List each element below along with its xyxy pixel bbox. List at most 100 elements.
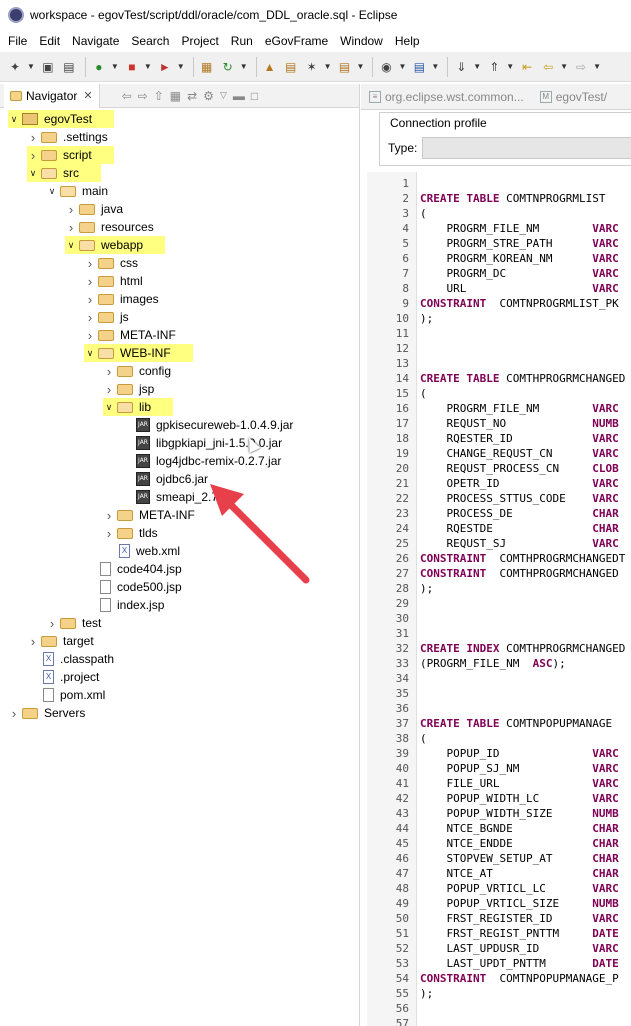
collapsed-arrow-icon[interactable]: › [106, 363, 112, 379]
tree-item-config[interactable]: ›config [103, 362, 173, 380]
filter-icon[interactable]: ⚙ [203, 88, 214, 103]
tree-item-pom-xml[interactable]: pom.xml [27, 686, 107, 704]
expand-arrow-icon[interactable]: ∨ [65, 239, 77, 251]
menu-file[interactable]: File [8, 34, 28, 48]
collapsed-arrow-icon[interactable]: › [49, 615, 55, 631]
tree-item-code500-jsp[interactable]: code500.jsp [84, 578, 184, 596]
user-dropdown-icon[interactable]: ▼ [398, 62, 407, 71]
collapsed-arrow-icon[interactable]: › [106, 525, 112, 541]
menu-edit[interactable]: Edit [39, 34, 61, 48]
forward-icon[interactable]: ⇨ [137, 88, 148, 103]
collapsed-arrow-icon[interactable]: › [106, 381, 112, 397]
collapsed-arrow-icon[interactable]: › [87, 273, 93, 289]
expand-arrow-icon[interactable]: ∨ [27, 167, 39, 179]
wand-dropdown-icon[interactable]: ▼ [323, 62, 332, 71]
last-edit-icon[interactable]: ⇤ [522, 59, 533, 74]
console-icon[interactable]: ▤ [413, 59, 426, 74]
forward-dropdown-icon[interactable]: ▼ [593, 62, 601, 71]
tree-item-project[interactable]: X.project [27, 668, 101, 686]
type-select[interactable] [422, 137, 631, 159]
view-menu-icon[interactable]: ▽ [219, 90, 227, 100]
minimize-icon[interactable]: ▬ [232, 88, 245, 103]
expand-arrow-icon[interactable]: ∨ [84, 347, 96, 359]
navigator-tab[interactable]: Navigator ✕ [4, 83, 100, 108]
expand-arrow-icon[interactable]: ∨ [8, 113, 20, 125]
tree-item-target[interactable]: ›target [27, 632, 96, 650]
collapsed-arrow-icon[interactable]: › [87, 327, 93, 343]
tree-item-classpath[interactable]: X.classpath [27, 650, 116, 668]
menu-search[interactable]: Search [131, 34, 170, 48]
tree-item-java[interactable]: ›java [65, 200, 125, 218]
tree-item-code404-jsp[interactable]: code404.jsp [84, 560, 184, 578]
editor-tab-2[interactable]: M egovTest/ [532, 90, 615, 104]
tree-item-webapp[interactable]: ∨webapp [65, 236, 166, 254]
new-icon[interactable]: ✦ [9, 59, 21, 74]
collapsed-arrow-icon[interactable]: › [87, 255, 93, 271]
debug-icon[interactable]: ● [95, 59, 103, 74]
debug-dropdown-icon[interactable]: ▼ [110, 62, 119, 71]
folder-task-icon[interactable]: ▤ [338, 59, 351, 74]
save-all-icon[interactable]: ▤ [63, 59, 75, 74]
stop-icon[interactable]: ■ [128, 59, 136, 74]
package-icon[interactable]: ▦ [201, 59, 213, 74]
save-icon[interactable]: ▣ [42, 59, 54, 74]
tree-item-egovtest[interactable]: ∨egovTest [8, 110, 115, 128]
menu-project[interactable]: Project [181, 34, 219, 48]
console-dropdown-icon[interactable]: ▼ [431, 62, 440, 71]
refresh-dropdown-icon[interactable]: ▼ [239, 62, 248, 71]
next-annotation-dropdown-icon[interactable]: ▼ [473, 62, 482, 71]
tree-item-jsp[interactable]: ›jsp [103, 380, 156, 398]
tree-item-lib[interactable]: ∨lib [103, 398, 174, 416]
collapse-all-icon[interactable]: ▦ [169, 88, 182, 103]
tree-item-test[interactable]: ›test [46, 614, 103, 632]
tree-item-css[interactable]: ›css [84, 254, 140, 272]
expand-arrow-icon[interactable]: ∨ [103, 401, 115, 413]
tree-item-meta-inf[interactable]: ›META-INF [103, 506, 197, 524]
tree-item-main[interactable]: ∨main [46, 182, 110, 200]
menu-egovframe[interactable]: eGovFrame [264, 34, 329, 48]
user-icon[interactable]: ◉ [381, 59, 392, 74]
editor-tab-1[interactable]: ≡ org.eclipse.wst.common... [361, 90, 532, 104]
tree-item-html[interactable]: ›html [84, 272, 145, 290]
collapsed-arrow-icon[interactable]: › [106, 507, 112, 523]
up-icon[interactable]: ⇧ [153, 88, 164, 103]
menu-help[interactable]: Help [394, 34, 420, 48]
new-dropdown-icon[interactable]: ▼ [27, 62, 35, 71]
forward-icon[interactable]: ⇨ [576, 59, 587, 74]
wand-icon[interactable]: ✶ [306, 59, 317, 74]
tree-item-script[interactable]: ›script [27, 146, 114, 164]
close-icon[interactable]: ✕ [83, 90, 93, 102]
menu-window[interactable]: Window [340, 34, 383, 48]
collapsed-arrow-icon[interactable]: › [11, 705, 17, 721]
tree-item-settings[interactable]: ›.settings [27, 128, 110, 146]
tree-item-src[interactable]: ∨src [27, 164, 101, 182]
collapsed-arrow-icon[interactable]: › [68, 201, 74, 217]
tree-item-index-jsp[interactable]: index.jsp [84, 596, 166, 614]
next-annotation-icon[interactable]: ⇓ [456, 59, 467, 74]
link-editor-icon[interactable]: ⇄ [187, 88, 198, 103]
tree-item-meta-inf[interactable]: ›META-INF [84, 326, 178, 344]
tree-item-resources[interactable]: ›resources [65, 218, 156, 236]
prev-annotation-dropdown-icon[interactable]: ▼ [506, 62, 515, 71]
maximize-icon[interactable]: □ [250, 88, 259, 103]
folder-task-dropdown-icon[interactable]: ▼ [356, 62, 365, 71]
collapsed-arrow-icon[interactable]: › [87, 309, 93, 325]
run-icon[interactable]: ► [158, 59, 171, 74]
run-dropdown-icon[interactable]: ▼ [176, 62, 185, 71]
tree-item-images[interactable]: ›images [84, 290, 161, 308]
expand-arrow-icon[interactable]: ∨ [48, 185, 56, 196]
collapsed-arrow-icon[interactable]: › [30, 129, 36, 145]
collapsed-arrow-icon[interactable]: › [30, 147, 36, 163]
tree-item-tlds[interactable]: ›tlds [103, 524, 160, 542]
tree-item-web-inf[interactable]: ∨WEB-INF [84, 344, 193, 362]
stop-dropdown-icon[interactable]: ▼ [143, 62, 152, 71]
collapsed-arrow-icon[interactable]: › [87, 291, 93, 307]
tree-item-servers[interactable]: ›Servers [8, 704, 87, 722]
